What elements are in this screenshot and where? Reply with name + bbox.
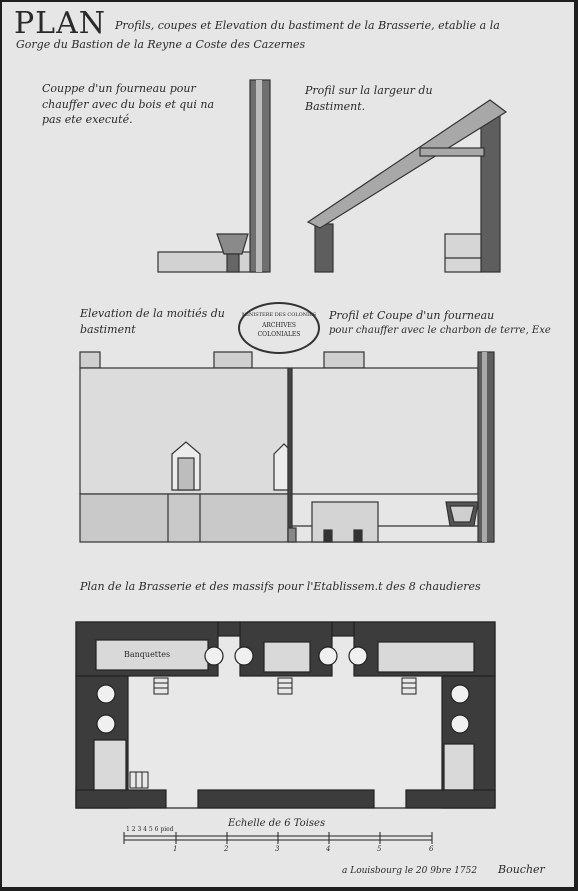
scale-number-4: 4 xyxy=(326,845,331,853)
title-line-2: Gorge du Bastion de la Reyne a Coste des… xyxy=(16,38,306,51)
profil-coupe-label-line-1: Profil et Coupe d'un fourneau xyxy=(329,309,495,322)
scale-number-5: 5 xyxy=(377,845,382,853)
coupe-label-line-1: Couppe d'un fourneau pour xyxy=(42,82,196,95)
scale-label: Echelle de 6 Toises xyxy=(228,818,326,829)
coupe-label-line-2: chauffer avec du bois et qui na xyxy=(42,98,215,111)
elevation-label-line-2: bastiment xyxy=(80,323,136,336)
stamp-line-3: COLONIALES xyxy=(257,331,301,338)
furnace-section-wood xyxy=(157,79,271,273)
scale-small-ticks: 1 2 3 4 5 6 pied xyxy=(126,826,174,833)
scale-number-1: 1 xyxy=(173,845,178,853)
coupe-label-line-3: pas ete executé. xyxy=(42,113,133,126)
plan-section-label: Plan de la Brasserie et des massifs pour… xyxy=(80,580,481,593)
elevation-label-line-1: Elevation de la moitiés du xyxy=(80,307,225,320)
archives-stamp: MINISTERE DES COLONIES ARCHIVES COLONIAL… xyxy=(238,302,320,354)
brewery-floor-plan xyxy=(75,621,496,809)
plan-heading: PLAN xyxy=(14,6,107,41)
scale-number-6: 6 xyxy=(429,845,434,853)
title-line-1: Profils, coupes et Elevation du bastimen… xyxy=(115,19,500,32)
signature-name: Boucher xyxy=(498,863,545,876)
stamp-line-1: MINISTERE DES COLONIES xyxy=(241,312,317,318)
profil-label-line-1: Profil sur la largeur du xyxy=(305,84,433,97)
scale-number-3: 3 xyxy=(275,845,280,853)
banquettes-label: Banquettes xyxy=(124,650,171,659)
scale-number-2: 2 xyxy=(224,845,229,853)
building-elevation xyxy=(79,351,495,543)
profil-coupe-label-line-2: pour chauffer avec le charbon de terre, … xyxy=(329,325,551,336)
place-date: a Louisbourg le 20 9bre 1752 xyxy=(342,866,478,876)
profil-label-line-2: Bastiment. xyxy=(305,100,366,113)
building-width-profile xyxy=(306,99,508,273)
scale-bar xyxy=(123,832,433,844)
stamp-line-2: ARCHIVES xyxy=(262,322,296,329)
